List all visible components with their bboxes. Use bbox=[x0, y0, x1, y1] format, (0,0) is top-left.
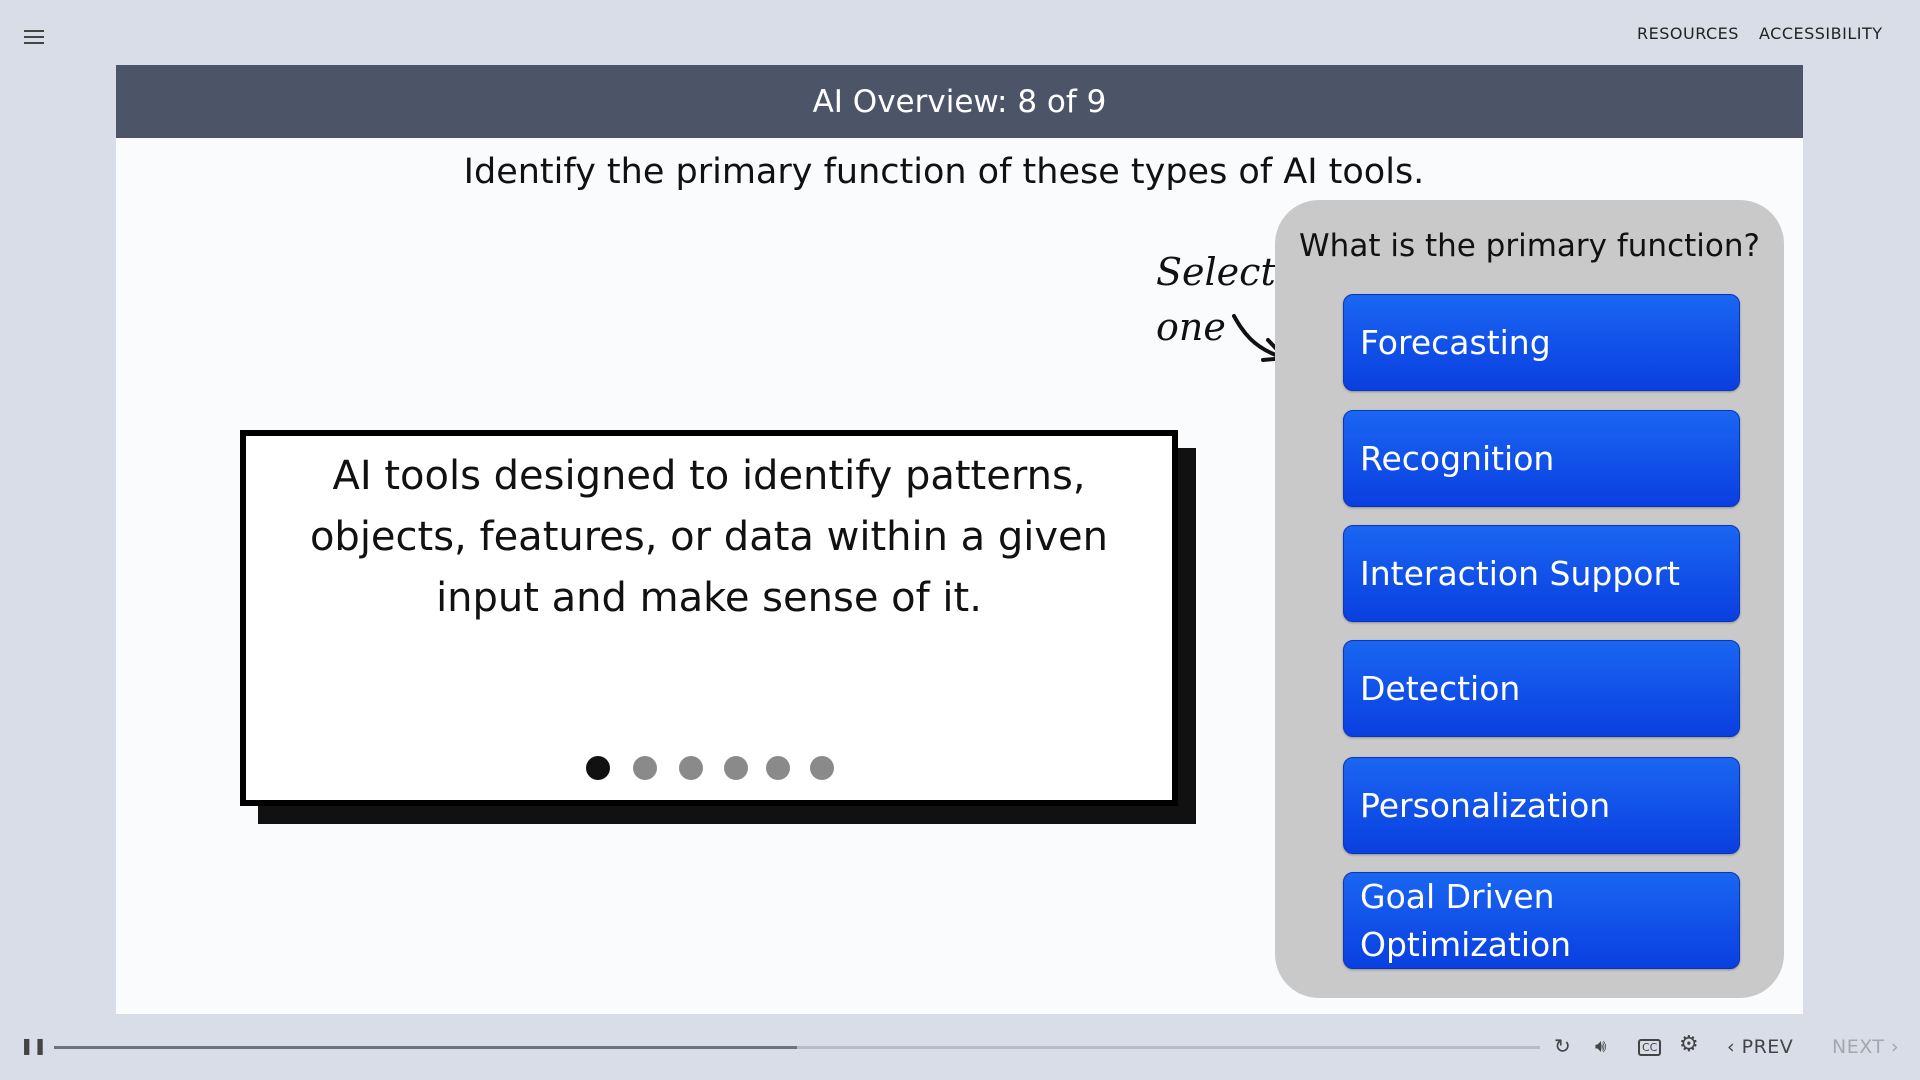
pagination-dot[interactable] bbox=[724, 756, 748, 780]
pagination-dot[interactable] bbox=[810, 756, 834, 780]
option-label: Interaction Support bbox=[1360, 553, 1680, 593]
captions-icon[interactable]: CC bbox=[1638, 1039, 1662, 1056]
menu-icon[interactable] bbox=[24, 30, 44, 44]
prev-label: PREV bbox=[1741, 1036, 1794, 1058]
card-text: AI tools designed to identify patterns, … bbox=[309, 453, 1109, 621]
pagination-dot[interactable] bbox=[679, 756, 703, 780]
option-button[interactable]: Recognition bbox=[1343, 410, 1740, 507]
panel-title: What is the primary function? bbox=[1299, 228, 1760, 264]
prev-button[interactable]: ‹ PREV bbox=[1727, 1036, 1794, 1058]
option-label: Forecasting bbox=[1360, 322, 1551, 362]
option-button[interactable]: Personalization bbox=[1343, 757, 1740, 854]
progress-fill bbox=[54, 1046, 797, 1049]
next-label: NEXT bbox=[1832, 1036, 1885, 1058]
slide-title: AI Overview: 8 of 9 bbox=[812, 83, 1107, 120]
slide-header: AI Overview: 8 of 9 bbox=[116, 65, 1803, 138]
pagination-dot[interactable] bbox=[586, 756, 610, 780]
progress-bar[interactable] bbox=[54, 1046, 1540, 1049]
accessibility-link[interactable]: ACCESSIBILITY bbox=[1759, 24, 1883, 43]
description-card bbox=[240, 430, 1178, 806]
replay-icon[interactable]: ↻ bbox=[1554, 1034, 1571, 1058]
next-button[interactable]: NEXT › bbox=[1832, 1036, 1900, 1058]
hint-one: one bbox=[1156, 305, 1226, 349]
option-label: Detection bbox=[1360, 668, 1521, 708]
option-button[interactable]: Goal Driven Optimization bbox=[1343, 872, 1740, 969]
hint-select: Select bbox=[1156, 250, 1276, 294]
option-label: Recognition bbox=[1360, 438, 1555, 478]
volume-icon[interactable]: 🔊︎ bbox=[1595, 1036, 1607, 1057]
question-text: Identify the primary function of these t… bbox=[463, 152, 1425, 192]
option-button[interactable]: Detection bbox=[1343, 640, 1740, 737]
option-button[interactable]: Forecasting bbox=[1343, 294, 1740, 391]
option-label: Personalization bbox=[1360, 785, 1611, 825]
resources-link[interactable]: RESOURCES bbox=[1637, 24, 1739, 43]
gear-icon[interactable]: ⚙ bbox=[1679, 1032, 1699, 1057]
pause-icon[interactable]: ❚❚ bbox=[20, 1036, 47, 1055]
option-label: Goal Driven Optimization bbox=[1360, 876, 1572, 964]
pagination-dot[interactable] bbox=[633, 756, 657, 780]
option-button[interactable]: Interaction Support bbox=[1343, 525, 1740, 622]
pagination-dot[interactable] bbox=[766, 756, 790, 780]
